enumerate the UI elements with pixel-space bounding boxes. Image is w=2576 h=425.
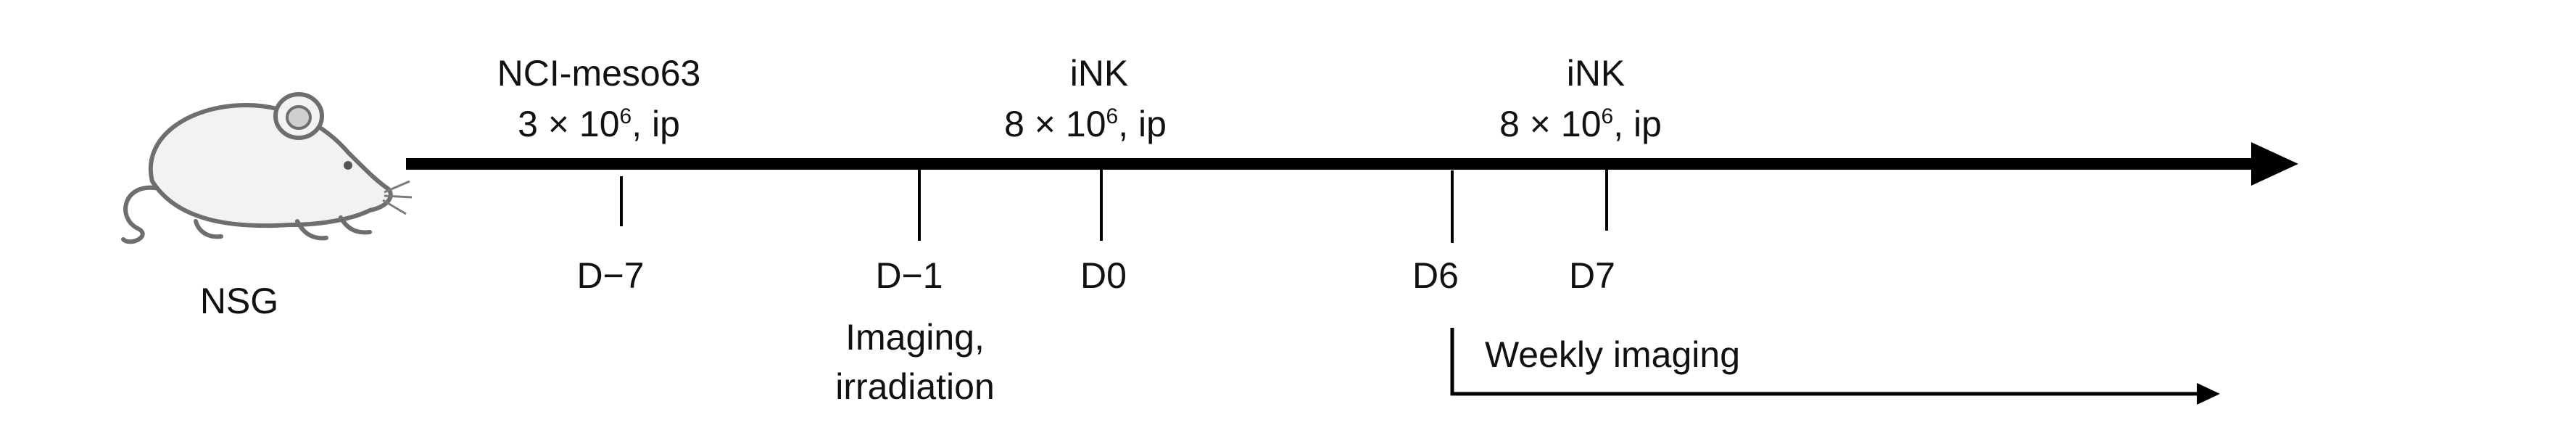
weekly-imaging-arrowhead	[2197, 383, 2220, 405]
weekly-imaging-label: Weekly imaging	[1485, 334, 1741, 375]
event-d-1-note-line2: irradiation	[835, 366, 995, 407]
timeline-arrowhead	[2251, 142, 2298, 186]
event-d-7-day: D−7	[576, 255, 645, 296]
event-d7-title: iNK	[1566, 53, 1625, 94]
event-d7-dose: 8 × 106, ip	[1499, 104, 1662, 144]
event-d0-dose: 8 × 106, ip	[1004, 104, 1167, 144]
mouse-icon	[121, 92, 413, 244]
event-d-1-note-line1: Imaging,	[845, 317, 985, 358]
event-d-7-title: NCI-meso63	[497, 53, 701, 94]
event-d0-title: iNK	[1069, 53, 1129, 94]
event-d6-day: D6	[1412, 255, 1459, 296]
event-d-1-day: D−1	[875, 255, 943, 296]
event-d0-day: D0	[1080, 255, 1127, 296]
event-d7-day: D7	[1569, 255, 1615, 296]
event-d-7-dose: 3 × 106, ip	[518, 104, 680, 144]
subject-label: NSG	[199, 281, 279, 321]
weekly-imaging-arrow	[1450, 328, 2200, 396]
